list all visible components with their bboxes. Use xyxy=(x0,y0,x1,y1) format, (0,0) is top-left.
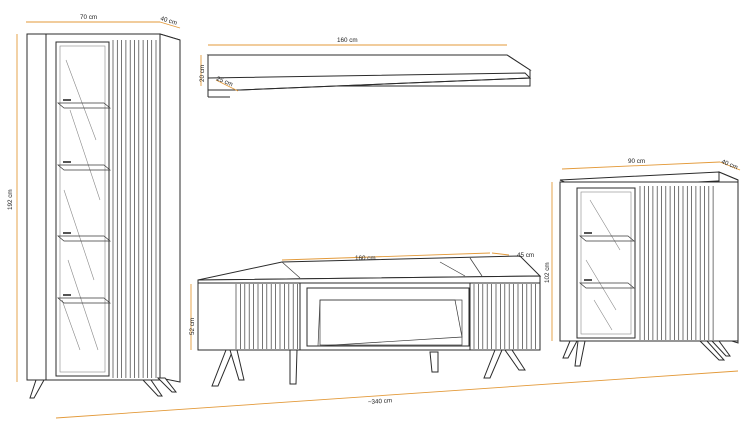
tall-fluted-panel xyxy=(112,40,157,378)
tall-legs xyxy=(29,377,178,399)
tv-legs xyxy=(211,349,526,387)
tall-depth-label: 40 cm xyxy=(159,15,177,27)
small-legs xyxy=(562,340,731,367)
tall-cabinet-dimensions: 70 cm 40 cm 192 cm xyxy=(7,14,181,382)
wall-shelf xyxy=(206,54,532,98)
tv-stand xyxy=(197,255,542,387)
shelf-width-label: 160 cm xyxy=(337,37,358,44)
tv-height-label: 52 cm xyxy=(189,318,196,335)
tv-depth-label: 45 cm xyxy=(517,252,534,259)
total-width-label: ~340 cm xyxy=(368,397,393,406)
tv-right-fluted-door xyxy=(473,284,536,349)
tv-left-fluted-door xyxy=(235,284,298,349)
small-height-label: 102 cm xyxy=(544,262,551,283)
small-fluted-panel xyxy=(639,186,714,340)
small-depth-label: 40 cm xyxy=(720,158,739,171)
small-width-label: 90 cm xyxy=(628,158,645,165)
tall-display-cabinet xyxy=(26,33,181,399)
tall-width-label: 70 cm xyxy=(80,14,97,21)
tall-height-label: 192 cm xyxy=(7,189,14,210)
small-glass-shelves xyxy=(579,232,635,289)
shelf-height-label: 20 cm xyxy=(199,65,206,82)
tv-width-label: 160 cm xyxy=(355,255,376,262)
total-width-dimension: ~340 cm xyxy=(55,370,739,419)
small-display-cabinet xyxy=(559,171,739,367)
tv-stand-dimensions: 160 cm 45 cm 52 cm xyxy=(189,252,534,350)
tall-glass-shelves xyxy=(57,99,111,304)
tv-center-compartment xyxy=(299,282,471,351)
